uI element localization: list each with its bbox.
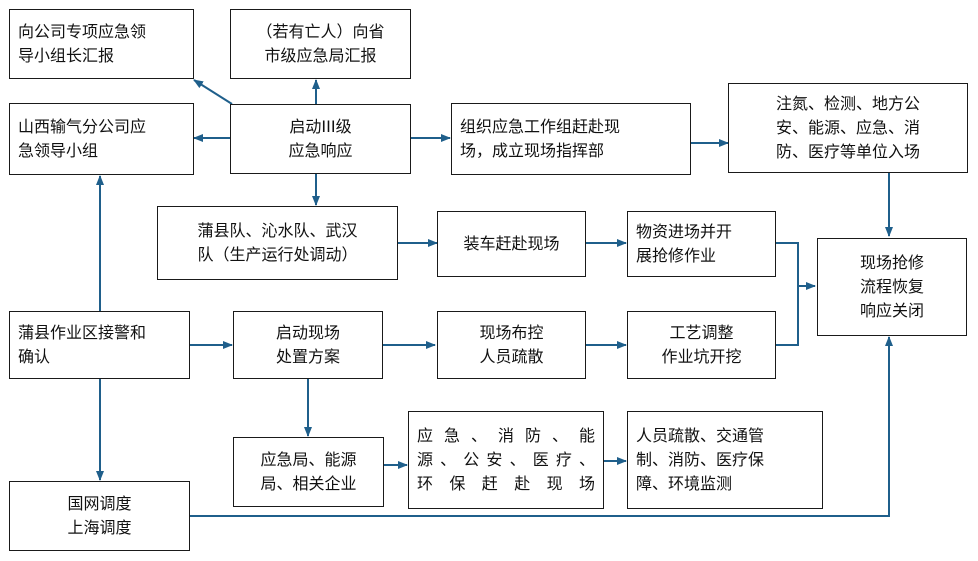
node-emergency-energy: 应急局、能源 局、相关企业 [233,437,384,507]
node-load-vehicles: 装车赶赴现场 [437,211,586,277]
arrow-level3-to-company-report [193,79,233,105]
node-site-control: 现场布控 人员疏散 [437,311,586,379]
node-process-adjust: 工艺调整 作业坑开挖 [627,311,776,379]
node-agencies-arrive: 注氮、检测、地方公 安、能源、应急、消 防、医疗等单位入场 [728,83,968,173]
node-teams: 蒲县队、沁水队、武汉 队（生产运行处调动） [157,206,398,280]
node-report-company-leader: 向公司专项应急领 导小组长汇报 [9,9,194,79]
arrow-grid-to-restore [190,336,893,517]
node-onsite-plan: 启动现场 处置方案 [233,311,383,379]
node-shanxi-leader-group: 山西输气分公司应 急领导小组 [9,103,194,175]
node-dispatch-team: 组织应急工作组赶赴现 场，成立现场指挥部 [451,103,691,175]
node-restore-close: 现场抢修 流程恢复 响应关闭 [817,238,967,336]
arrow-materials-to-restore [776,242,816,290]
arrow-process-to-restore [776,286,799,346]
node-grid-dispatch: 国网调度 上海调度 [9,481,190,551]
node-evac-support: 人员疏散、交通管 制、消防、医疗保 障、环境监测 [627,411,823,509]
node-report-province: （若有亡人）向省 市级应急局汇报 [230,9,411,79]
node-level3-response: 启动III级 应急响应 [230,104,411,174]
node-agencies-rush: 应急、消防、能 源、公安、医疗、 环保赶赴现场 [408,411,604,509]
node-materials-repair: 物资进场并开 展抢修作业 [627,211,776,277]
node-alarm-confirm: 蒲县作业区接警和 确认 [9,311,190,379]
